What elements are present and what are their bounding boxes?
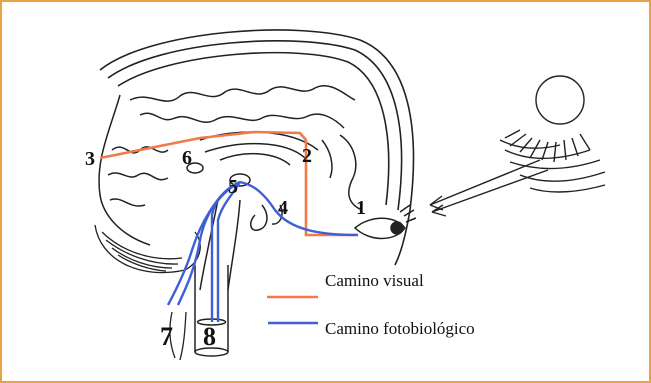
label-6: 6 xyxy=(182,147,192,169)
photobiological-pathway-lines xyxy=(168,182,358,322)
brain-cortex xyxy=(99,86,362,245)
label-1: 1 xyxy=(356,197,366,219)
label-2: 2 xyxy=(302,145,312,167)
cerebellum xyxy=(95,225,200,273)
label-8: 8 xyxy=(203,322,216,351)
label-4: 4 xyxy=(278,197,288,219)
legend-visual-label: Camino visual xyxy=(325,271,424,290)
label-3: 3 xyxy=(85,148,95,170)
label-7: 7 xyxy=(160,322,173,351)
legend-photobiological-label: Camino fotobiológico xyxy=(325,319,475,338)
label-5: 5 xyxy=(228,176,238,198)
sun-icon xyxy=(500,76,605,192)
